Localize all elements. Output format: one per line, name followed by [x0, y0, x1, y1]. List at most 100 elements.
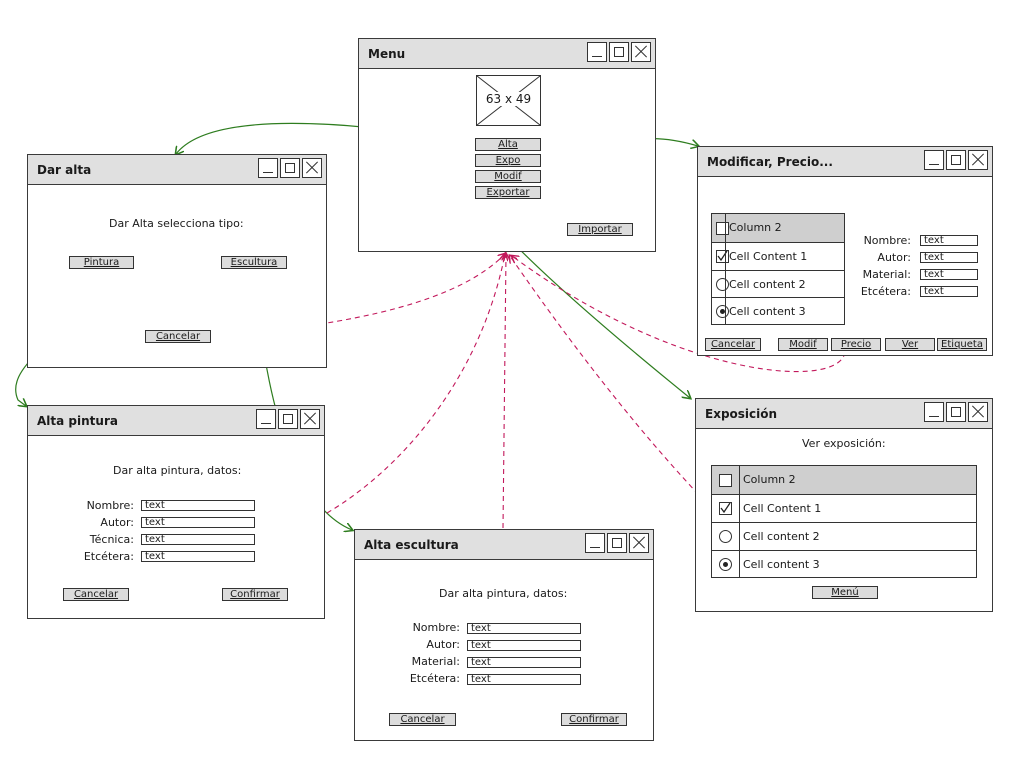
title-bar: Menu [359, 39, 655, 69]
minimize-icon[interactable] [587, 42, 607, 62]
row-radio[interactable] [719, 558, 732, 571]
maximize-icon[interactable] [280, 158, 300, 178]
alta-pintura-window: Alta pintura Dar alta pintura, datos: No… [27, 405, 325, 619]
maximize-icon[interactable] [607, 533, 627, 553]
cancelar-button[interactable]: Cancelar [145, 330, 211, 343]
material-label: Material: [411, 655, 460, 668]
arrow-escultura-back-to-menu [503, 254, 506, 529]
modif-button[interactable]: Modif [475, 170, 541, 183]
row-radio[interactable] [719, 530, 732, 543]
close-icon[interactable] [968, 402, 988, 422]
escultura-button[interactable]: Escultura [221, 256, 287, 269]
prompt-text: Dar alta pintura, datos: [113, 464, 242, 477]
minimize-icon[interactable] [585, 533, 605, 553]
cell-text: Cell content 2 [743, 530, 820, 543]
minimize-icon[interactable] [924, 150, 944, 170]
table-header: Column 2 [712, 214, 844, 243]
ver-button[interactable]: Ver [885, 338, 935, 351]
maximize-icon[interactable] [946, 402, 966, 422]
window-title: Alta escultura [364, 538, 459, 552]
column-separator [725, 214, 726, 324]
table-row[interactable]: Cell content 2 [712, 271, 844, 298]
tecnica-field[interactable]: text [141, 534, 255, 545]
maximize-icon[interactable] [609, 42, 629, 62]
nombre-label: Nombre: [86, 499, 134, 512]
title-bar: Dar alta [28, 155, 326, 185]
expo-button[interactable]: Expo [475, 154, 541, 167]
precio-button[interactable]: Precio [831, 338, 881, 351]
items-table: Column 2 Cell Content 1 Cell content 2 C… [711, 213, 845, 325]
close-icon[interactable] [629, 533, 649, 553]
autor-label: Autor: [426, 638, 460, 651]
table-header: Column 2 [712, 466, 976, 495]
row-radio[interactable] [716, 305, 729, 318]
material-field[interactable]: text [920, 269, 978, 280]
modif-button[interactable]: Modif [778, 338, 828, 351]
column-header: Column 2 [743, 473, 796, 486]
alta-button[interactable]: Alta [475, 138, 541, 151]
autor-label: Autor: [877, 251, 911, 264]
etcetera-field[interactable]: text [467, 674, 581, 685]
cell-text: Cell content 2 [729, 278, 806, 291]
table-row[interactable]: Cell content 3 [712, 551, 976, 577]
etcetera-label: Etcétera: [860, 285, 911, 298]
row-checkbox[interactable] [719, 502, 732, 515]
arrow-pintura-back-to-menu [326, 254, 505, 514]
tecnica-label: Técnica: [89, 533, 134, 546]
minimize-icon[interactable] [924, 402, 944, 422]
nombre-field[interactable]: text [920, 235, 978, 246]
confirmar-button[interactable]: Confirmar [222, 588, 288, 601]
cell-text: Cell content 3 [743, 558, 820, 571]
close-icon[interactable] [302, 158, 322, 178]
prompt-text: Dar Alta selecciona tipo: [109, 217, 244, 230]
select-all-checkbox[interactable] [716, 222, 729, 235]
nombre-field[interactable]: text [141, 500, 255, 511]
row-checkbox[interactable] [716, 250, 729, 263]
row-radio[interactable] [716, 278, 729, 291]
close-icon[interactable] [968, 150, 988, 170]
close-icon[interactable] [300, 409, 320, 429]
image-size-label: 63 x 49 [485, 92, 532, 106]
title-bar: Exposición [696, 399, 992, 429]
nombre-field[interactable]: text [467, 623, 581, 634]
minimize-icon[interactable] [258, 158, 278, 178]
etcetera-field[interactable]: text [141, 551, 255, 562]
image-placeholder: 63 x 49 [476, 75, 541, 126]
window-title: Menu [368, 47, 406, 61]
window-title: Exposición [705, 407, 778, 421]
table-row[interactable]: Cell Content 1 [712, 495, 976, 523]
autor-label: Autor: [100, 516, 134, 529]
cancelar-button[interactable]: Cancelar [705, 338, 761, 351]
material-label: Material: [862, 268, 911, 281]
maximize-icon[interactable] [278, 409, 298, 429]
cell-text: Cell Content 1 [743, 502, 822, 515]
material-field[interactable]: text [467, 657, 581, 668]
etcetera-field[interactable]: text [920, 286, 978, 297]
cancelar-button[interactable]: Cancelar [63, 588, 129, 601]
cell-text: Cell content 3 [729, 305, 806, 318]
autor-field[interactable]: text [467, 640, 581, 651]
table-row[interactable]: Cell content 3 [712, 298, 844, 324]
prompt-text: Ver exposición: [802, 437, 886, 450]
etiqueta-button[interactable]: Etiqueta [937, 338, 987, 351]
importar-button[interactable]: Importar [567, 223, 633, 236]
menu-button[interactable]: Menú [812, 586, 878, 599]
table-row[interactable]: Cell Content 1 [712, 243, 844, 271]
minimize-icon[interactable] [256, 409, 276, 429]
menu-window: Menu 63 x 49 Alta Expo Modif Exportar Im… [358, 38, 656, 252]
cancelar-button[interactable]: Cancelar [389, 713, 456, 726]
title-bar: Alta escultura [355, 530, 653, 560]
check-icon [720, 502, 731, 514]
window-title: Alta pintura [37, 414, 118, 428]
confirmar-button[interactable]: Confirmar [561, 713, 627, 726]
title-bar: Alta pintura [28, 406, 324, 436]
pintura-button[interactable]: Pintura [69, 256, 134, 269]
select-all-checkbox[interactable] [719, 474, 732, 487]
exportar-button[interactable]: Exportar [475, 186, 541, 199]
window-title: Modificar, Precio... [707, 155, 833, 169]
maximize-icon[interactable] [946, 150, 966, 170]
table-row[interactable]: Cell content 2 [712, 523, 976, 551]
autor-field[interactable]: text [141, 517, 255, 528]
close-icon[interactable] [631, 42, 651, 62]
autor-field[interactable]: text [920, 252, 978, 263]
